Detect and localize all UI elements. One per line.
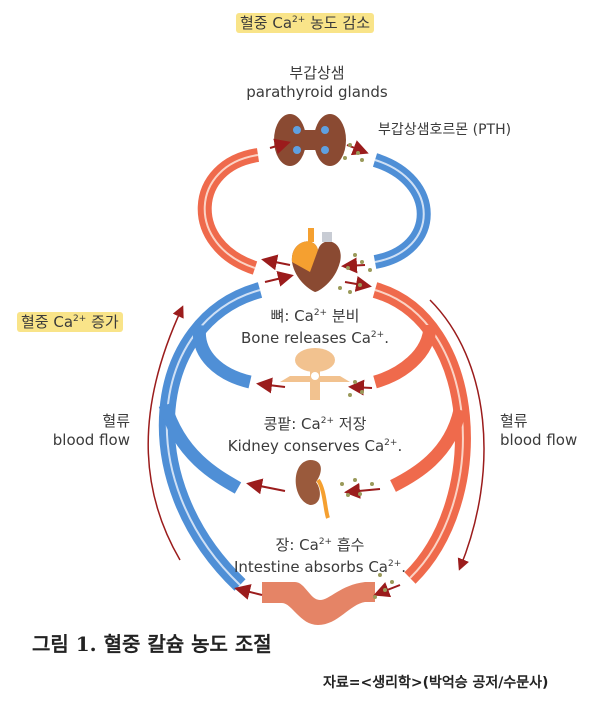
flow-arrows xyxy=(147,138,485,600)
bone-label: 뼈: Ca2+ 분비 Bone releases Ca2+. xyxy=(225,304,405,348)
superscript: 2+ xyxy=(318,537,333,547)
label-text: 저장 xyxy=(334,415,367,433)
parathyroid-label: 부갑상샘 parathyroid glands xyxy=(237,64,397,102)
superscript: 2+ xyxy=(313,308,328,318)
blood-ca-decrease-label: 혈중 Ca2+ 농도 감소 xyxy=(236,11,375,33)
superscript: 2+ xyxy=(73,314,87,324)
label-text: . xyxy=(401,558,407,576)
parathyroid-en: parathyroid glands xyxy=(246,83,388,101)
main-vein-left xyxy=(158,282,263,591)
blood-ca-increase-label: 혈중 Ca2+ 증가 xyxy=(17,310,123,332)
superscript: 2+ xyxy=(388,559,402,569)
superscript: 2+ xyxy=(384,438,398,448)
superscript: 2+ xyxy=(320,416,334,426)
label-text: 콩팥: Ca xyxy=(263,415,321,433)
label-text: 증가 xyxy=(86,313,119,331)
label-text: blood flow xyxy=(500,431,578,449)
label-text: Bone releases Ca xyxy=(241,329,371,347)
parathyroid-ko: 부갑상샘 xyxy=(289,64,345,82)
label-text: blood flow xyxy=(52,431,130,449)
label-text: 분비 xyxy=(327,307,360,325)
label-text: 농도 감소 xyxy=(305,14,371,32)
blood-flow-left-label: 혈류 blood flow xyxy=(48,412,130,450)
figure-source: 자료=<생리학>(박억승 공저/수문사) xyxy=(323,675,549,691)
bone-icon xyxy=(280,348,350,400)
label-text: Intestine absorbs Ca xyxy=(233,558,388,576)
parathyroid-icon xyxy=(274,114,346,166)
kidney-label: 콩팥: Ca2+ 저장 Kidney conserves Ca2+. xyxy=(215,412,415,456)
label-text: . xyxy=(384,329,389,347)
upper-artery xyxy=(197,148,260,275)
label-text: 혈류 xyxy=(500,412,528,430)
label-text: Kidney conserves Ca xyxy=(227,437,385,455)
superscript: 2+ xyxy=(370,330,385,340)
label-text: 혈류 xyxy=(102,412,130,430)
main-artery-right xyxy=(372,282,471,584)
label-text: 뼈: Ca xyxy=(270,307,314,325)
calcium-particles xyxy=(338,143,394,599)
heart-icon xyxy=(291,228,341,292)
superscript: 2+ xyxy=(292,15,306,25)
blood-flow-right-label: 혈류 blood flow xyxy=(500,412,577,450)
label-text: . xyxy=(397,437,403,455)
intestine-label: 장: Ca2+ 흡수 Intestine absorbs Ca2+. xyxy=(225,533,415,577)
label-text: 장: Ca xyxy=(275,536,319,554)
figure-caption: 그림 1. 혈중 칼슘 농도 조절 xyxy=(32,632,272,656)
label-text: 혈중 Ca xyxy=(240,14,293,32)
upper-vein xyxy=(372,153,431,269)
label-text: 혈중 Ca xyxy=(21,313,74,331)
kidney-icon xyxy=(295,460,330,519)
intestine-icon xyxy=(262,582,375,625)
pth-label: 부갑상샘호르몬 (PTH) xyxy=(378,122,512,138)
label-text: 흡수 xyxy=(332,536,365,554)
